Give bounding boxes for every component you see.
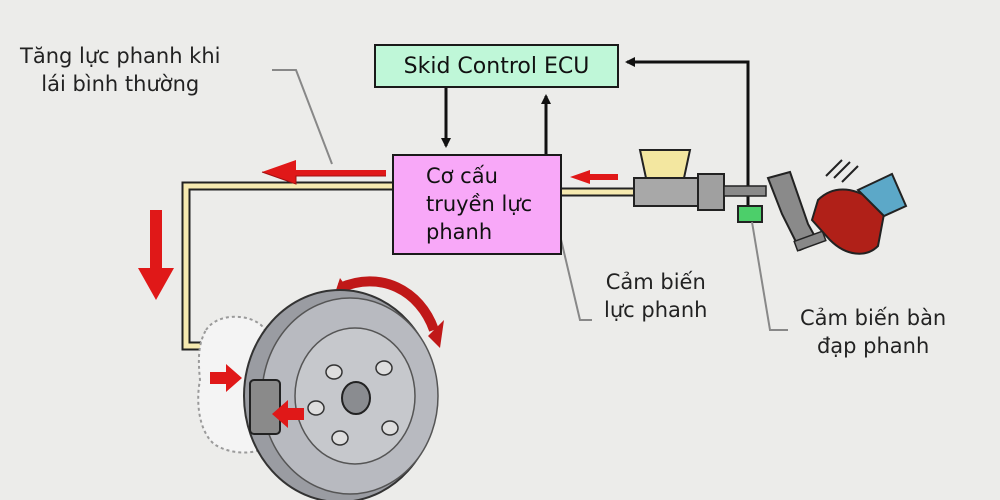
pedal-sensor-label-line-2: đạp phanh [816,334,930,358]
boost-label-line-2: lái bình thường [41,72,200,96]
wheel-studs [307,360,399,446]
pedal-sensor-label: Cảm biến bàn đạp phanh [800,304,946,360]
clamp-arrow-left [210,364,242,392]
actuator-label-line-2: truyền lực [426,192,533,216]
pedal-sensor [737,205,763,223]
force-sensor-label-line-1: Cảm biến [605,270,706,294]
clamp-arrow-right [272,400,304,428]
boost-label-line-1: Tăng lực phanh khi [20,44,221,68]
force-sensor-label-line-2: lực phanh [604,298,708,322]
pedal-sensor-label-line-1: Cảm biến bàn [800,306,947,330]
ecu-label: Skid Control ECU [403,53,590,79]
brake-disc [243,289,439,500]
boost-label: Tăng lực phanh khi lái bình thường [20,42,220,98]
boost-arrow [261,160,386,185]
actuator-label-line-3: phanh [426,220,493,244]
brake-pad [249,379,281,435]
pedal-sensor-to-ecu-arrow [625,57,750,208]
input-force-arrow [570,170,618,184]
brake-actuator-box: Cơ cấu truyền lực phanh [392,154,562,255]
skid-control-ecu-box: Skid Control ECU [374,44,619,88]
force-sensor-label: Cảm biến lực phanh [604,268,708,324]
brake-pedal [766,170,827,252]
master-cylinder [633,149,767,211]
brake-fluid-line [181,181,634,351]
driver-foot [810,159,908,255]
actuator-label-line-1: Cơ cấu [426,164,498,188]
downward-force-arrow [138,210,174,300]
